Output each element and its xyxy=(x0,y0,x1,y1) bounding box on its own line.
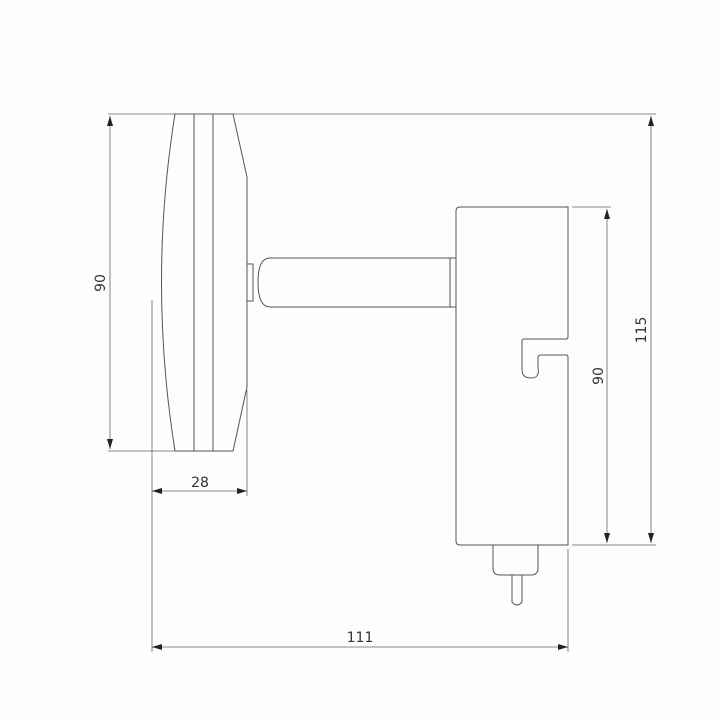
dim-head-height: 90 xyxy=(93,274,109,292)
dim-head-depth: 28 xyxy=(191,475,209,491)
dim-total-height: 115 xyxy=(634,317,650,344)
lamp-head xyxy=(161,113,248,452)
mount-box xyxy=(455,206,569,606)
arm xyxy=(246,257,457,308)
dimension-lines xyxy=(107,113,656,652)
dim-base-height: 90 xyxy=(591,367,607,385)
dim-total-length: 111 xyxy=(347,630,374,646)
